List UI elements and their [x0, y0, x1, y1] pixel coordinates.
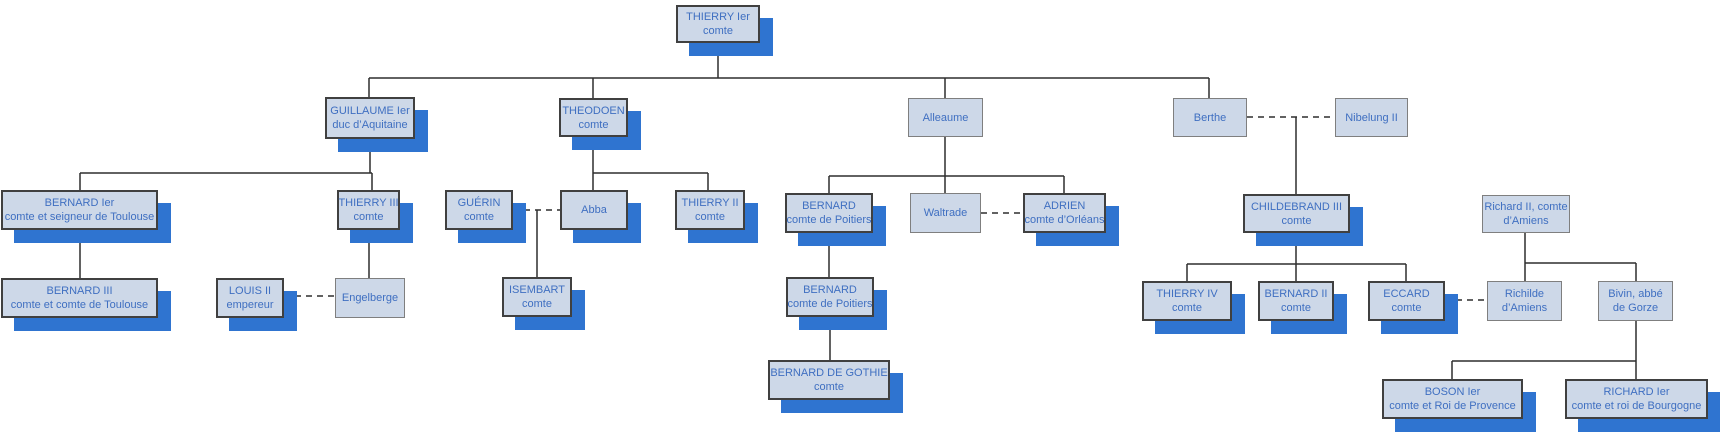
person-title: comte: [522, 298, 552, 310]
tree-node-boson-1[interactable]: BOSON Ier comte et Roi de Provence: [1382, 379, 1523, 419]
tree-node-louis-2[interactable]: LOUIS II empereur: [216, 278, 284, 318]
tree-node-engelberge[interactable]: Engelberge: [335, 278, 405, 318]
person-name: ISEMBART: [508, 284, 566, 296]
person-title: comte et seigneur de Toulouse: [4, 211, 155, 223]
person-title: d’Amiens: [1503, 215, 1549, 227]
person-title: comte de Poitiers: [786, 214, 872, 226]
person-title: duc d’Aquitaine: [332, 119, 408, 131]
tree-node-alleaume[interactable]: Alleaume: [908, 98, 983, 137]
tree-node-waltrade[interactable]: Waltrade: [910, 193, 981, 233]
tree-node-bernard-poitiers-1[interactable]: BERNARD comte de Poitiers: [785, 193, 873, 233]
person-name: ADRIEN: [1043, 200, 1086, 212]
tree-node-bivin[interactable]: Bivin, abbé de Gorze: [1598, 281, 1673, 321]
tree-node-richard-2[interactable]: Richard II, comte d’Amiens: [1482, 195, 1570, 233]
tree-node-thierry-3[interactable]: THIERRY III comte: [337, 190, 400, 230]
person-name: BERNARD III: [46, 285, 113, 297]
tree-node-bernard-2[interactable]: BERNARD II comte: [1258, 281, 1334, 321]
person-name: THIERRY II: [681, 197, 739, 209]
person-name: THIERRY Ier: [686, 11, 750, 23]
tree-node-bernard-de-gothie[interactable]: BERNARD DE GOTHIE comte: [768, 360, 890, 400]
person-name: BERNARD DE GOTHIE: [770, 367, 888, 379]
tree-node-bernard-1[interactable]: BERNARD Ier comte et seigneur de Toulouse: [1, 190, 158, 230]
tree-node-richilde[interactable]: Richilde d’Amiens: [1487, 281, 1562, 321]
person-name: LOUIS II: [228, 285, 272, 297]
tree-node-nibelung-2[interactable]: Nibelung II: [1335, 98, 1408, 137]
tree-node-bernard-poitiers-2[interactable]: BERNARD comte de Poitiers: [786, 277, 874, 317]
person-title: comte: [695, 211, 725, 223]
tree-node-eccard[interactable]: ECCARD comte: [1368, 281, 1445, 321]
person-name: BERNARD: [802, 200, 856, 212]
person-title: comte: [1281, 214, 1312, 227]
tree-node-guillaume-1[interactable]: GUILLAUME Ier duc d’Aquitaine: [325, 97, 415, 139]
person-title: comte et comte de Toulouse: [10, 299, 149, 311]
person-title: comte: [703, 25, 733, 37]
tree-node-richard-1[interactable]: RICHARD Ier comte et roi de Bourgogne: [1565, 379, 1708, 419]
person-name: GUILLAUME Ier: [330, 105, 410, 117]
person-name: THIERRY IV: [1156, 288, 1218, 300]
tree-node-berthe[interactable]: Berthe: [1173, 98, 1247, 137]
person-name: CHILDEBRAND III: [1250, 200, 1343, 213]
person-title: d’Amiens: [1501, 302, 1548, 314]
person-title: comte: [814, 381, 844, 393]
person-title: comte: [578, 118, 609, 131]
person-name: GUÉRIN: [457, 197, 501, 209]
person-name: Richard II, comte: [1484, 201, 1568, 213]
person-name: Engelberge: [341, 292, 399, 304]
person-name: BERNARD Ier: [44, 197, 115, 209]
person-title: comte: [1172, 302, 1202, 314]
person-name: BERNARD: [803, 284, 857, 296]
person-title: comte: [1281, 302, 1311, 314]
person-title: comte: [1391, 302, 1422, 314]
person-title: comte d’Orléans: [1024, 214, 1105, 226]
person-name: RICHARD Ier: [1603, 386, 1670, 398]
person-name: Richilde: [1504, 288, 1545, 300]
person-name: Alleaume: [922, 111, 969, 124]
person-name: Bivin, abbé: [1608, 288, 1663, 300]
person-title: comte de Poitiers: [787, 298, 873, 310]
person-title: de Gorze: [1612, 302, 1659, 314]
person-title: comte et Roi de Provence: [1389, 400, 1516, 412]
person-title: comte: [464, 211, 494, 223]
person-name: BERNARD II: [1264, 288, 1328, 300]
tree-node-guerin[interactable]: GUÉRIN comte: [445, 190, 513, 230]
person-name: Berthe: [1193, 111, 1227, 124]
person-name: ECCARD: [1383, 288, 1430, 300]
tree-node-thierry-1[interactable]: THIERRY Ier comte: [676, 5, 760, 43]
person-title: comte: [353, 211, 384, 223]
person-title: comte et roi de Bourgogne: [1571, 400, 1702, 412]
tree-node-bernard-3[interactable]: BERNARD III comte et comte de Toulouse: [1, 278, 158, 318]
tree-node-thierry-4[interactable]: THIERRY IV comte: [1142, 281, 1232, 321]
tree-node-abba[interactable]: Abba: [560, 190, 628, 230]
person-name: THEODOEN: [562, 104, 625, 117]
tree-node-isembart[interactable]: ISEMBART comte: [502, 277, 572, 317]
tree-node-thierry-2[interactable]: THIERRY II comte: [675, 190, 745, 230]
person-name: Nibelung II: [1345, 111, 1398, 124]
tree-node-adrien[interactable]: ADRIEN comte d’Orléans: [1023, 193, 1106, 233]
person-name: BOSON Ier: [1424, 386, 1481, 398]
person-name: THIERRY III: [338, 197, 399, 209]
person-name: Abba: [581, 204, 607, 216]
person-title: empereur: [226, 299, 274, 311]
person-name: Waltrade: [923, 207, 968, 219]
